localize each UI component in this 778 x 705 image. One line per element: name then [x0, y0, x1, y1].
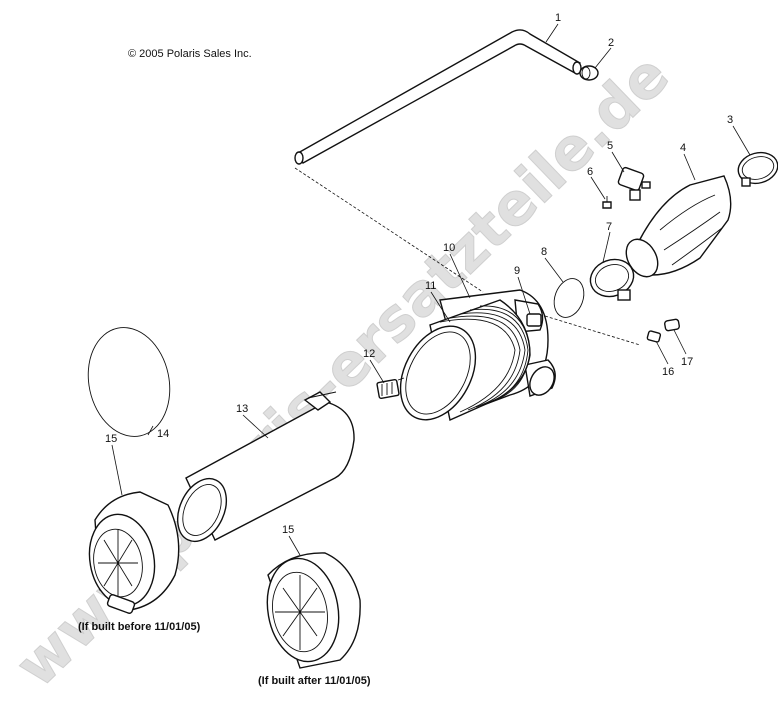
part-6-screw: [602, 196, 612, 209]
note-built-before: (If built before 11/01/05): [78, 621, 201, 633]
part-5-sensor: [617, 166, 651, 201]
assembly-line-vent: [294, 167, 484, 293]
callout-13: 13: [236, 403, 248, 415]
part-15-end-cap-after: [266, 552, 361, 669]
leader-lines: [111, 23, 751, 556]
part-15-end-cap-before: [88, 491, 180, 614]
callout-15-before: 15: [105, 433, 117, 445]
callout-9: 9: [514, 265, 520, 277]
callout-16: 16: [662, 366, 674, 378]
part-9-fitting: [526, 313, 542, 327]
callout-12: 12: [363, 348, 375, 360]
callout-11: 11: [425, 280, 436, 292]
part-8-gasket: [553, 278, 585, 318]
callout-14: 14: [157, 428, 169, 440]
assembly-line-plugs: [544, 315, 641, 346]
callout-2: 2: [608, 37, 614, 49]
callout-1: 1: [555, 12, 561, 24]
part-12-clip: [376, 377, 405, 399]
callout-10: 10: [443, 242, 455, 254]
part-3-clamp: [737, 151, 778, 187]
part-16-plug: [646, 330, 662, 343]
part-2-cap: [579, 65, 599, 81]
callout-4: 4: [680, 142, 686, 154]
part-10-housing-opening: [399, 325, 477, 421]
part-17-plug: [664, 318, 680, 332]
callout-8: 8: [541, 246, 547, 258]
part-13-filter-element: [176, 391, 355, 543]
callout-6: 6: [587, 166, 593, 178]
callout-7: 7: [606, 221, 612, 233]
note-built-after: (If built after 11/01/05): [258, 675, 371, 687]
callout-17: 17: [681, 356, 693, 368]
callout-3: 3: [727, 114, 733, 126]
part-14-seal-ring: [87, 327, 171, 437]
callout-15-after: 15: [282, 524, 294, 536]
part-1-vent-tube: [294, 29, 582, 165]
callout-5: 5: [607, 140, 613, 152]
copyright-text: © 2005 Polaris Sales Inc.: [128, 48, 252, 60]
part-7-clamp: [589, 258, 635, 301]
